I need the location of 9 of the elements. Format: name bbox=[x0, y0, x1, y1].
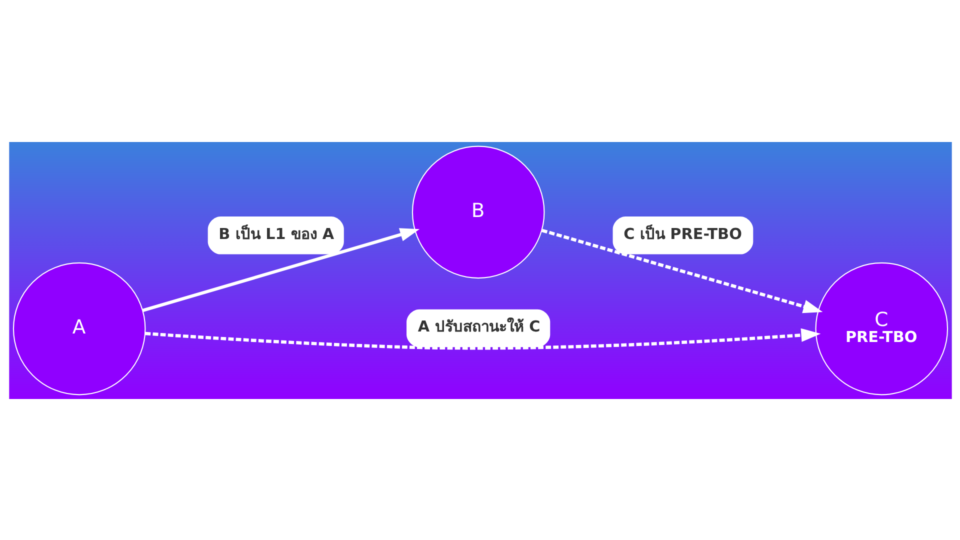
arrow bbox=[144, 328, 820, 350]
edge-label: C เป็น PRE-TBO bbox=[623, 224, 742, 242]
node-circle: B bbox=[411, 145, 544, 278]
arrow bbox=[541, 228, 822, 313]
edge-label: B เป็น L1 ของ A bbox=[218, 224, 334, 242]
node-circle: A bbox=[12, 262, 146, 395]
node-circle: C PRE-TBO bbox=[814, 262, 948, 395]
arrow bbox=[142, 228, 420, 312]
edge-label: A ปรับสถานะให้ C bbox=[417, 317, 540, 336]
